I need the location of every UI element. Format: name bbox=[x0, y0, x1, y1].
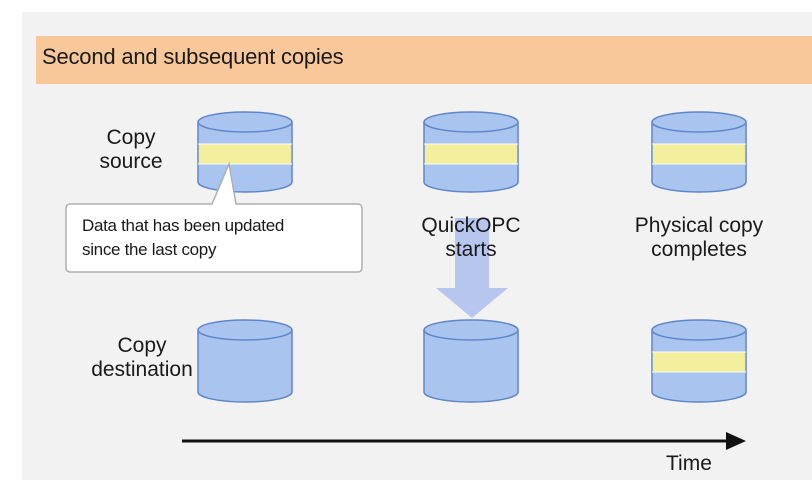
copy-direction-arrow bbox=[436, 218, 508, 318]
destination-disk-1 bbox=[197, 319, 293, 403]
destination-disk-2 bbox=[423, 319, 519, 403]
callout-text: Data that has been updated since the las… bbox=[82, 216, 285, 259]
source-disk-1 bbox=[197, 111, 293, 193]
source-disk-2 bbox=[423, 111, 519, 193]
title-banner bbox=[36, 36, 812, 84]
time-axis-label: Time bbox=[666, 452, 712, 475]
diagram-title: Second and subsequent copies bbox=[42, 44, 344, 69]
stage-label-physical-copy-completes: Physical copy completes bbox=[634, 214, 764, 261]
updated-data-callout bbox=[65, 161, 363, 273]
source-disk-3 bbox=[651, 111, 747, 193]
time-axis bbox=[182, 432, 746, 450]
copy-source-label: Copy source bbox=[99, 126, 163, 173]
stage-label-quickopc-starts: QuickOPC starts bbox=[421, 214, 521, 261]
copy-destination-label: Copy destination bbox=[91, 334, 193, 381]
destination-disk-3 bbox=[651, 319, 747, 403]
